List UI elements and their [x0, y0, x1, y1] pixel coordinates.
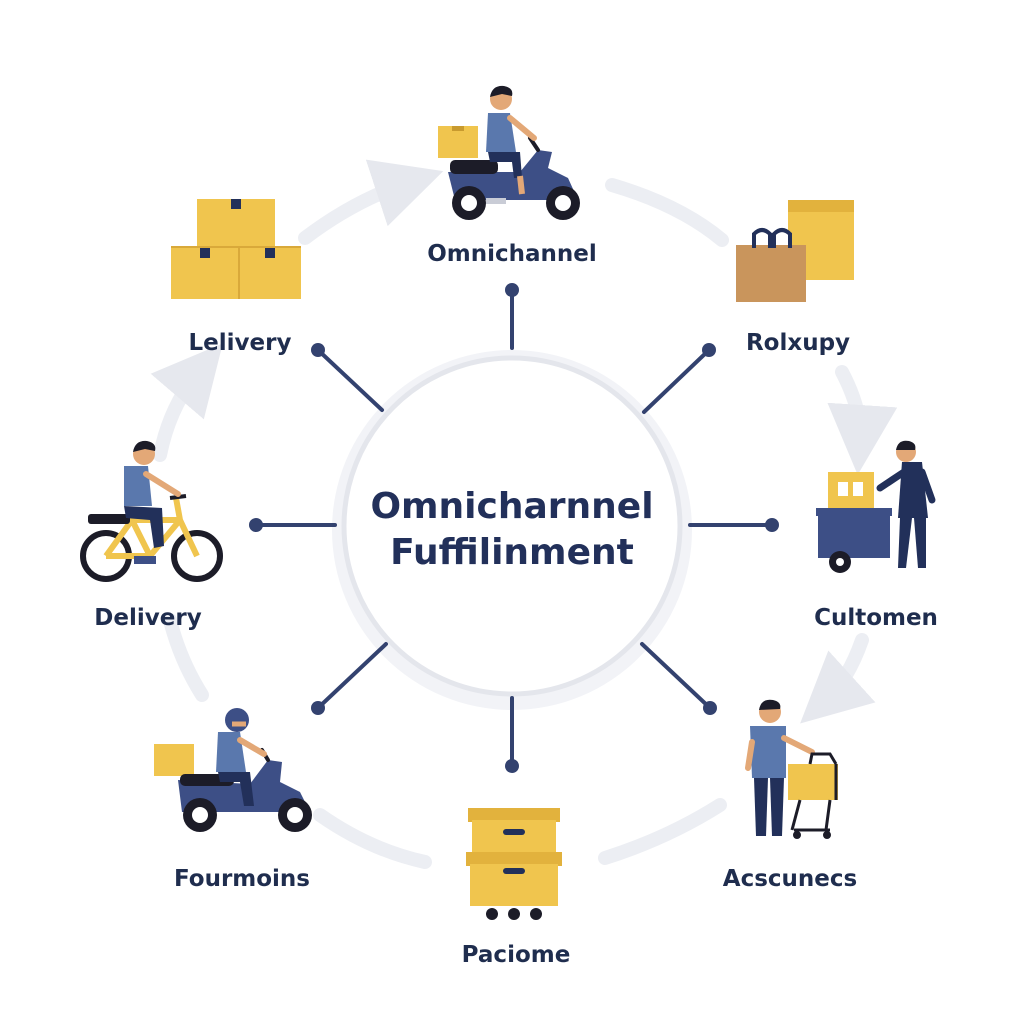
outer-cycle-arrows [150, 159, 898, 869]
connector-top-left [311, 343, 384, 412]
cycle-arrow-top-right [605, 178, 729, 247]
bicycle-courier-icon [80, 440, 223, 582]
person-with-shopping-trolley-icon [745, 699, 838, 839]
connector-spokes [249, 283, 779, 773]
vendor-cart-person-icon [816, 440, 936, 573]
connector-top-right [642, 343, 716, 414]
cycle-arrow-left-upper [150, 343, 223, 462]
node-label-top: Omnichannel [427, 241, 597, 267]
node-label-left: Delivery [94, 605, 201, 631]
connector-left [249, 518, 337, 532]
shopping-bag-and-boxes-icon [736, 200, 854, 302]
cycle-arrow-bottom-left [313, 808, 432, 869]
node-label-right: Cultomen [814, 605, 938, 631]
scooter-courier-icon [438, 85, 580, 220]
node-label-bottom: Paciome [462, 942, 571, 968]
stacked-boxes-on-wheels-icon [466, 808, 562, 920]
connector-top [505, 283, 519, 350]
center-hub: Omnicharnnel Fuffilinment [332, 350, 692, 710]
node-label-bottom-left: Fourmoins [174, 866, 310, 892]
node-label-top-right: Rolxupy [746, 330, 850, 356]
connector-bottom-left [311, 642, 388, 715]
connector-bottom [505, 696, 519, 773]
cycle-arrow-right-upper [827, 365, 898, 475]
stacked-boxes-icon [171, 199, 301, 299]
connector-right [688, 518, 779, 532]
cycle-arrow-right-lower [800, 633, 876, 724]
center-title-line1: Omnicharnnel [370, 486, 653, 527]
cycle-arrow-bottom-right [598, 798, 727, 865]
helmet-scooter-courier-icon [154, 708, 312, 832]
connector-bottom-right [640, 642, 717, 715]
center-title-line2: Fuffilinment [390, 532, 634, 573]
node-label-top-left: Lelivery [189, 330, 292, 356]
node-label-bottom-right: Acscunecs [723, 866, 857, 892]
cycle-arrow-left-lower [163, 613, 209, 702]
cycle-arrow-top-left [298, 159, 444, 245]
center-hub-circle [341, 355, 683, 697]
